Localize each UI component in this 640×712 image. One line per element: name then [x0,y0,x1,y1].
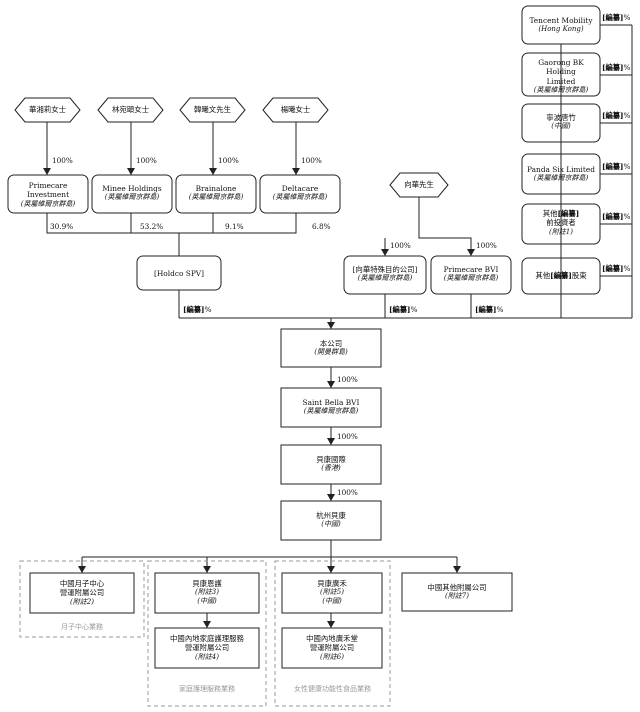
shareholder-hexagon [97,97,164,123]
company-label: Brainalone (英屬維爾京群島) [188,184,244,202]
group-label: 月子中心業務 [61,623,103,631]
subsidiary-label: 中國其他附屬公司 (附註7) [427,583,487,601]
company-label: Minee Holdings (英屬維爾京群島) [102,184,162,202]
company-box [7,174,89,214]
shareholder-label: 華湘莉女士 [29,105,66,114]
company-box [259,174,341,214]
redacted-percentage-label: [編纂]% [602,111,631,120]
chain-label: 本公司 (開曼群島) [314,339,348,357]
percentage-label: 100% [337,432,358,441]
shareholder-hexagon [389,172,449,198]
subsidiary-label: 貝康廣禾 (附註5) (中國) [317,579,347,605]
investor-label: 其他[編纂] 前投資者 (附註1) [542,209,580,236]
shareholder-label: 向華先生 [404,180,434,189]
percentage-label: 100% [476,241,497,250]
percentage-label: 100% [136,156,157,165]
redacted-percentage-label: [編纂]% [602,13,631,22]
redacted-percentage-label: [編纂]% [389,305,418,314]
subsidiary-label: 貝康恩護 (附註3) (中國) [192,579,222,605]
shareholder-hexagon [14,97,81,123]
percentage-label: 30.9% [50,222,74,231]
arrowheads [43,168,475,628]
company-label: [向華特殊目的公司] (英屬維爾京群島) [352,265,418,283]
company-box [91,174,173,214]
group-label: 家庭護理服務業務 [179,685,235,693]
percentage-label: 100% [337,375,358,384]
percentage-label: 100% [390,241,411,250]
subsidiary-label: 中國月子中心 營運附屬公司 (附註2) [59,579,105,606]
percentage-label: 100% [337,488,358,497]
chain-label: Saint Bella BVI (英屬維爾京群島) [302,398,360,416]
redacted-percentage-label: [編纂]% [602,264,631,273]
company-label: Deltacare (英屬維爾京群島) [272,184,328,202]
investor-label: Gaorong BK Holding Limited (英屬維爾京群島) [533,58,589,94]
company-label: Primecare Investment (英屬維爾京群島) [20,181,76,208]
percentage-label: 9.1% [225,222,244,231]
percentage-label: 53.2% [140,222,164,231]
group-frames [19,560,391,707]
investor-label: Tencent Mobility (Hong Kong) [529,16,593,34]
shareholder-label: 林宛頤女士 [112,105,149,114]
redacted-percentage-label: [編纂]% [183,305,212,314]
percentage-label: 100% [301,156,322,165]
redacted-percentage-label: [編纂]% [602,63,631,72]
shareholder-label: 楊曦女士 [280,105,311,114]
investor-label: Panda Six Limited (英屬維爾京群島) [527,165,595,183]
investor-label: 寧波唐竹 (中國) [546,113,576,131]
company-label: [Holdco SPV] [153,269,205,278]
redacted-percentage-label: [編纂]% [602,212,631,221]
group-label: 女性健康功能性食品業務 [294,685,371,693]
shareholder-label: 韓曦文先生 [194,105,231,114]
redacted-percentage-label: [編纂]% [602,162,631,171]
percentage-label: 100% [218,156,239,165]
chain-label: 貝康國際 (香港) [316,455,346,473]
subsidiary-box [281,627,383,669]
company-label: Primecare BVI (英屬維爾京群島) [443,265,499,283]
subsidiary-label: 中國內地廣禾堂 營運附屬公司 (附註6) [306,634,358,661]
shareholder-hexagon [179,97,246,123]
investor-label: 其他[編纂]股東 [535,271,587,280]
shareholder-hexagon [262,97,329,123]
subsidiary-label: 中國內地家庭護理服務 營運附屬公司 (附註4) [170,634,244,661]
percentage-label: 6.8% [312,222,331,231]
redacted-percentage-label: [編纂]% [475,305,504,314]
subsidiary-box [281,572,383,614]
company-box [175,174,257,214]
chain-label: 杭州貝康 (中國) [316,511,346,529]
percentage-label: 100% [52,156,73,165]
